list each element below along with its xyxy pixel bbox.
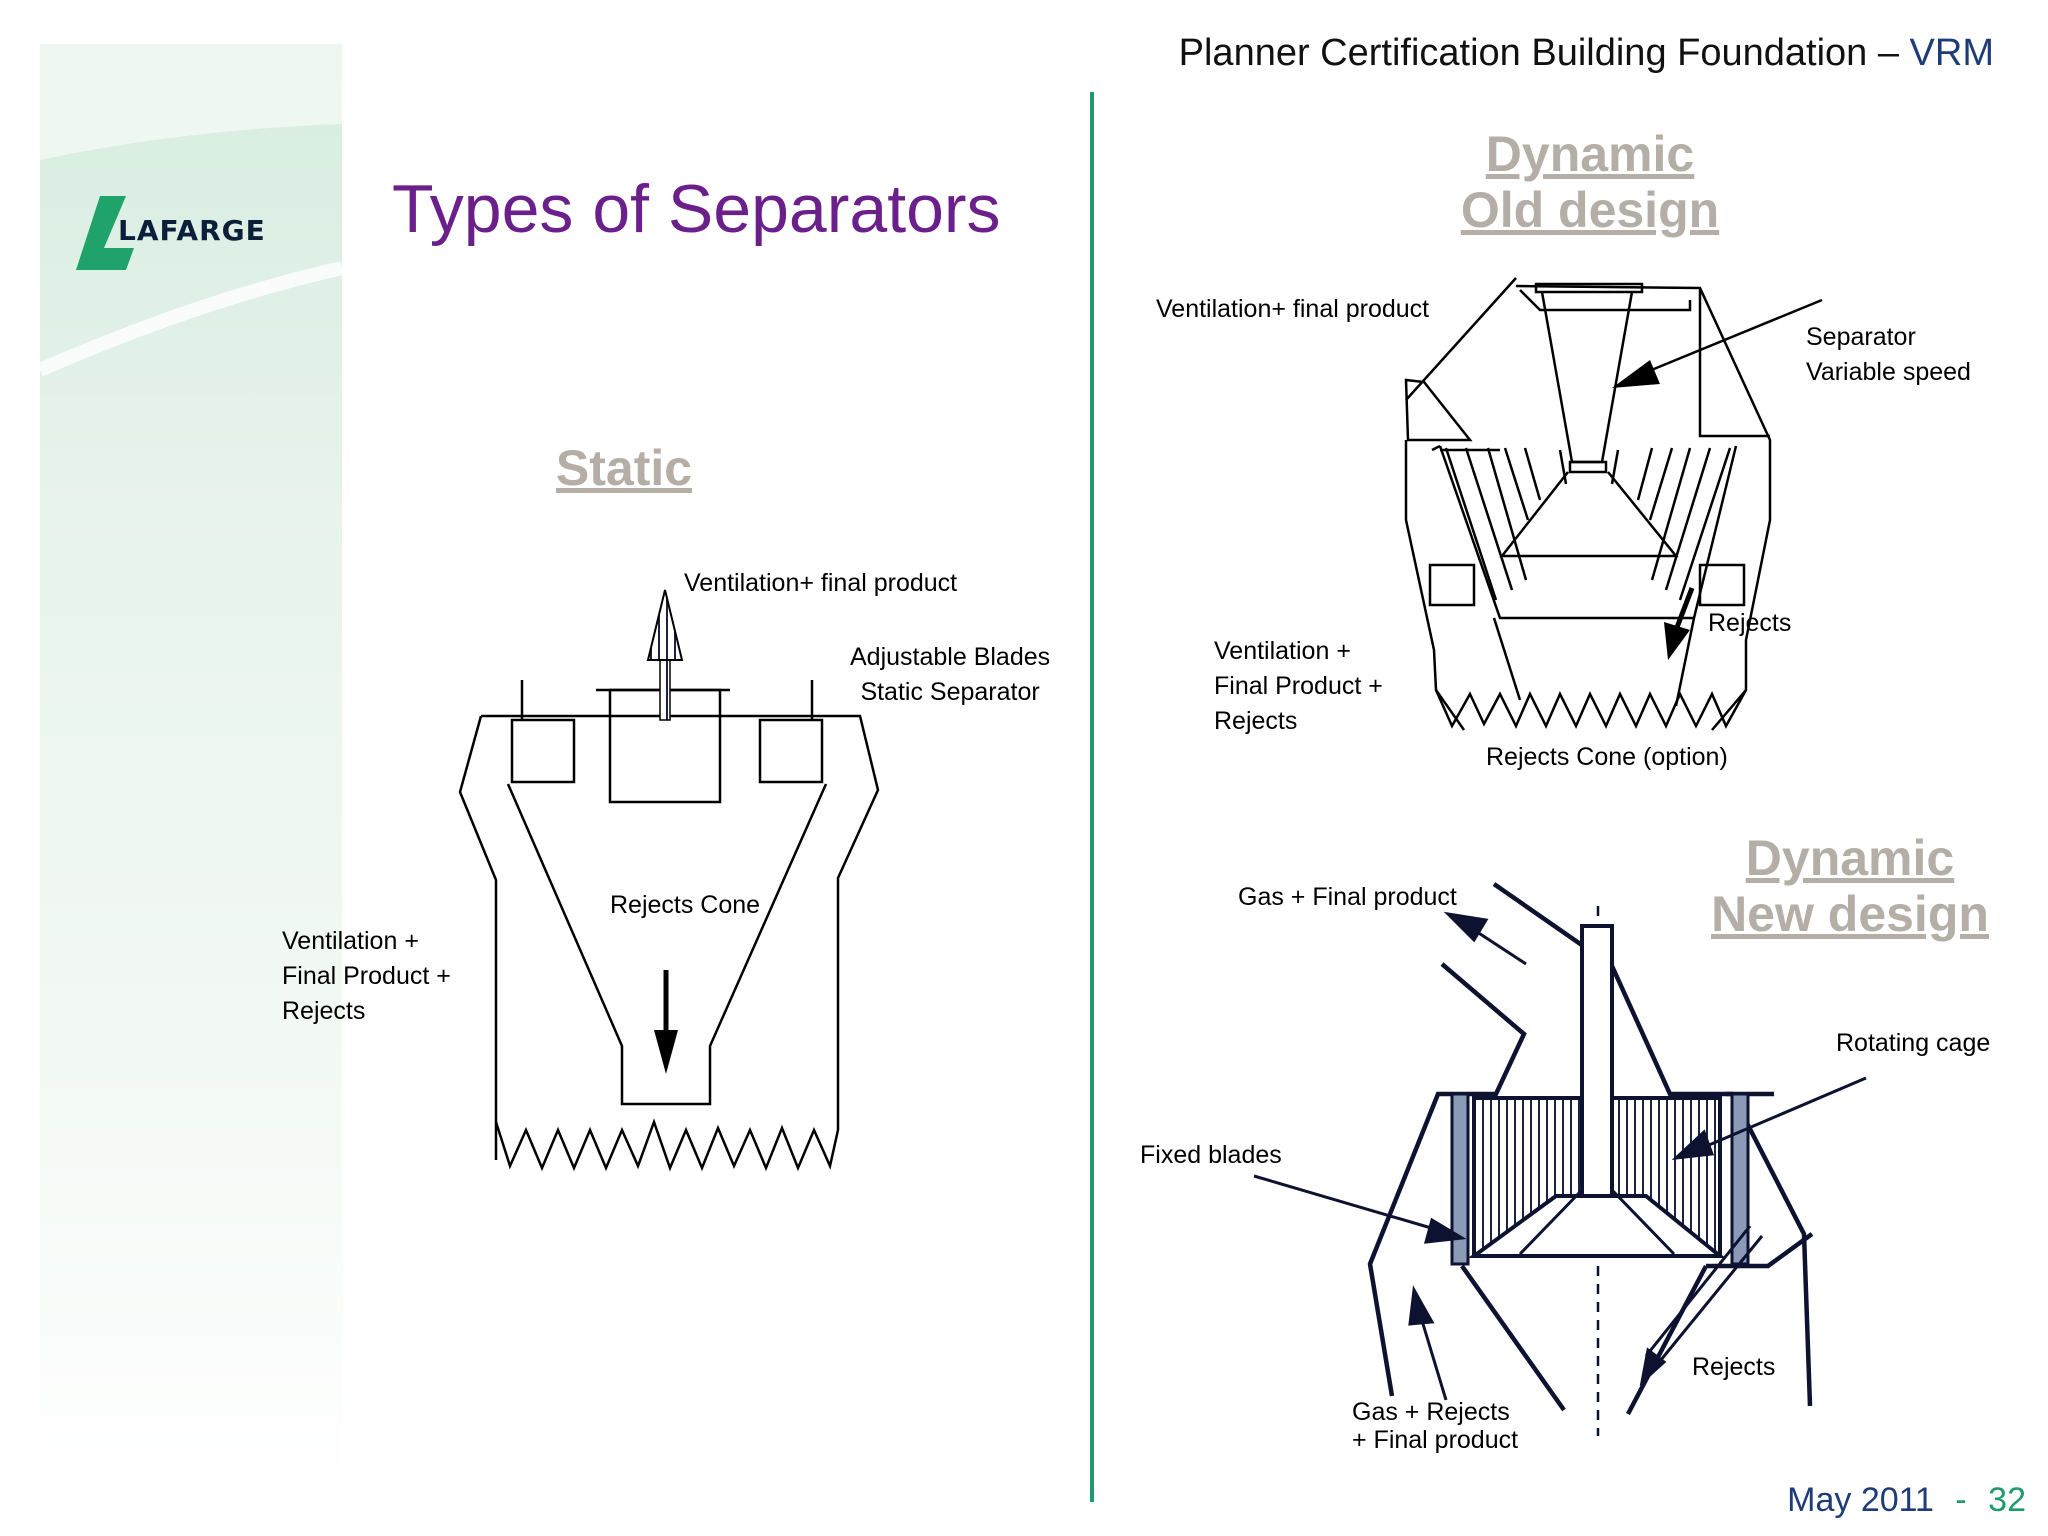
old-inlet-line1: Ventilation +: [1214, 637, 1351, 665]
old-top-label: Ventilation+ final product: [1156, 295, 1430, 323]
header-code: VRM: [1909, 32, 1994, 74]
dynamic-old-heading-line2: Old design: [1460, 182, 1720, 238]
static-diagram: [458, 680, 880, 1172]
static-blades-label: Adjustable Blades Static Separator: [850, 640, 1050, 710]
header-title: Planner Certification Building Foundatio…: [1179, 32, 1994, 75]
static-blades-line1: Adjustable Blades: [850, 643, 1051, 671]
static-inlet-label: Ventilation + Final Product + Rejects: [282, 924, 451, 1029]
old-cone-label: Rejects Cone (option): [1486, 743, 1728, 771]
old-separator-line1: Separator: [1806, 323, 1916, 351]
lafarge-logo: LAFARGE: [74, 194, 314, 274]
dynamic-new-heading-line1: Dynamic: [1745, 830, 1955, 886]
new-rejects-label: Rejects: [1692, 1353, 1776, 1381]
dynamic-new-arrows: [1253, 911, 1867, 1401]
footer-date: May 2011: [1787, 1481, 1934, 1519]
dynamic-new-heading: Dynamic New design: [1680, 830, 2020, 942]
old-rejects-label: Rejects: [1708, 609, 1792, 637]
old-inlet-line2: Final Product +: [1214, 672, 1383, 700]
dynamic-old-separator-arrow: [1612, 298, 1823, 388]
dynamic-old-rejects-arrow: [1664, 587, 1695, 660]
static-inlet-line2: Final Product +: [282, 962, 451, 990]
footer-separator: -: [1955, 1481, 1967, 1519]
header-main: Planner Certification Building Foundatio…: [1178, 32, 1868, 74]
vertical-divider: [1090, 92, 1094, 1502]
new-fixed-label: Fixed blades: [1140, 1141, 1282, 1169]
static-cone-label: Rejects Cone: [610, 891, 761, 919]
dynamic-old-heading-line1: Dynamic: [1485, 126, 1695, 182]
static-inlet-line3: Rejects: [282, 997, 366, 1025]
static-heading: Static: [555, 440, 693, 496]
dynamic-new-heading-line2: New design: [1711, 886, 1989, 942]
old-separator-label: Separator Variable speed: [1806, 320, 1971, 390]
fixed-blades: [1450, 1092, 1750, 1266]
dynamic-old-diagram: [1404, 277, 1772, 731]
dynamic-old-heading: Dynamic Old design: [1420, 126, 1760, 238]
static-blades-line2: Static Separator: [860, 678, 1040, 706]
lafarge-logo-text: LAFARGE: [118, 214, 266, 247]
page-title: Types of Separators: [392, 171, 1001, 247]
old-inlet-label: Ventilation + Final Product + Rejects: [1214, 634, 1383, 739]
page-number: 32: [1988, 1481, 2026, 1519]
rotating-cage: [1467, 924, 1726, 1258]
slide-footer: May 2011 - 32: [1787, 1481, 2026, 1520]
static-up-arrow: [646, 589, 684, 721]
new-cage-label: Rotating cage: [1836, 1029, 1991, 1057]
static-down-arrow: [654, 970, 678, 1074]
header-dash: –: [1877, 32, 1899, 74]
new-gas-in-line2: + Final product: [1352, 1426, 1519, 1454]
static-inlet-line1: Ventilation +: [282, 927, 419, 955]
static-top-label: Ventilation+ final product: [684, 569, 958, 597]
new-gas-in-line1: Gas + Rejects: [1352, 1398, 1510, 1426]
old-inlet-line3: Rejects: [1214, 707, 1298, 735]
lafarge-logo-mark: [76, 196, 134, 270]
new-gas-in-label: Gas + Rejects + Final product: [1352, 1398, 1518, 1454]
old-separator-line2: Variable speed: [1806, 358, 1971, 386]
new-gas-out-label: Gas + Final product: [1238, 883, 1457, 911]
